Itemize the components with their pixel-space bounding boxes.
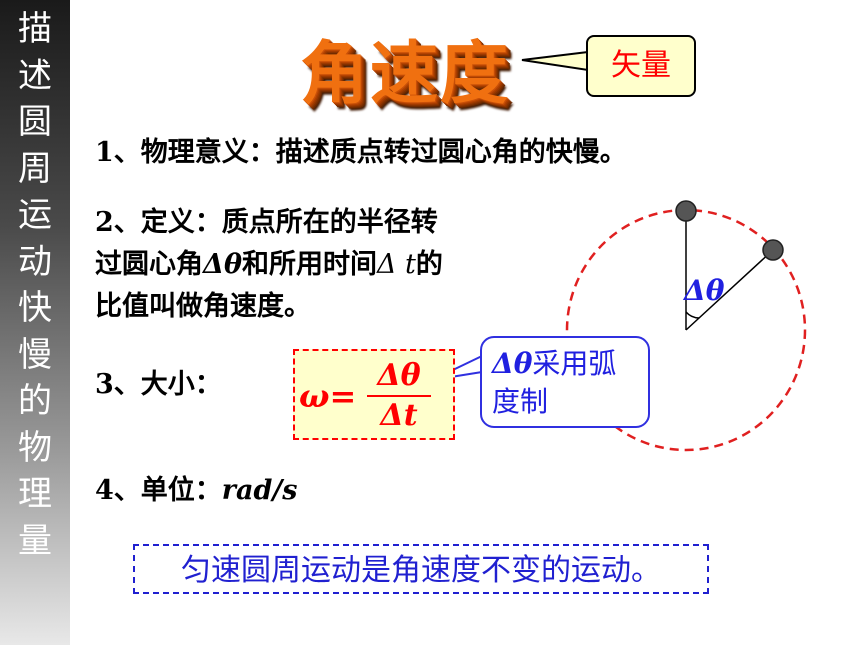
angle-label: Δθ (684, 274, 725, 307)
sidebar: 描 述 圆 周 运 动 快 慢 的 物 理 量 (0, 0, 70, 645)
formula-lhs: ω= (299, 377, 357, 415)
angle-label-theta: θ (705, 274, 725, 307)
sidebar-vertical-title: 描 述 圆 周 运 动 快 慢 的 物 理 量 (0, 6, 70, 564)
formula-box: ω= Δθ Δt (293, 349, 455, 440)
fraction-bar (367, 395, 431, 397)
point-1-text: 1、物理意义：描述质点转过圆心角的快慢。 (95, 137, 627, 168)
sidebar-char: 理 (18, 474, 52, 514)
sidebar-char: 周 (18, 148, 52, 189)
vector-callout-pointer (521, 50, 589, 72)
sidebar-char: 物 (18, 427, 52, 468)
formula-fraction: Δθ Δt (367, 359, 431, 433)
unit-value: rad/s (221, 475, 298, 506)
sidebar-char: 圆 (18, 102, 52, 142)
sidebar-char: 的 (18, 381, 52, 421)
sidebar-char: 动 (18, 241, 52, 282)
particle-start (675, 200, 697, 222)
point-4-label: 4、单位： (95, 475, 222, 506)
vector-callout: 矢量 (586, 35, 696, 97)
delta-theta-symbol: Δθ (203, 249, 242, 280)
sidebar-char: 运 (18, 195, 52, 235)
point-3-text: 3、大小： (95, 369, 222, 400)
sidebar-char: 慢 (18, 334, 52, 375)
point-2-line-2: 过圆心角Δθ和所用时间Δ t的 (95, 242, 443, 281)
sidebar-char: 描 (18, 9, 52, 49)
radian-callout-text-1: 采用弧 (532, 347, 617, 380)
radian-callout-text-2: 度制 (492, 385, 549, 418)
particle-end (762, 239, 784, 261)
radian-callout: Δθ采用弧 度制 (480, 336, 650, 428)
summary-box: 匀速圆周运动是角速度不变的运动。 (133, 544, 709, 594)
point-2-text-c: 的 (415, 249, 443, 280)
sidebar-char: 述 (18, 55, 52, 96)
radian-callout-symbol: Δθ (492, 347, 533, 380)
sidebar-char: 快 (18, 288, 52, 328)
point-2-text-b: 和所用时间 (241, 249, 377, 280)
formula-numerator: Δθ (377, 358, 421, 393)
point-4-line: 4、单位：rad/s (95, 468, 297, 507)
radius-line-rotated (685, 249, 774, 331)
slide-title: 角速度 (300, 35, 511, 114)
delta-t-symbol: Δ t (376, 249, 416, 280)
angle-arc (685, 311, 700, 319)
point-2-line-1: 2、定义：质点所在的半径转 (95, 207, 438, 238)
sidebar-char: 量 (18, 520, 52, 561)
point-2-line-3: 比值叫做角速度。 (95, 291, 311, 322)
point-2-text-a: 过圆心角 (95, 249, 203, 280)
formula-denominator: Δt (380, 398, 418, 433)
